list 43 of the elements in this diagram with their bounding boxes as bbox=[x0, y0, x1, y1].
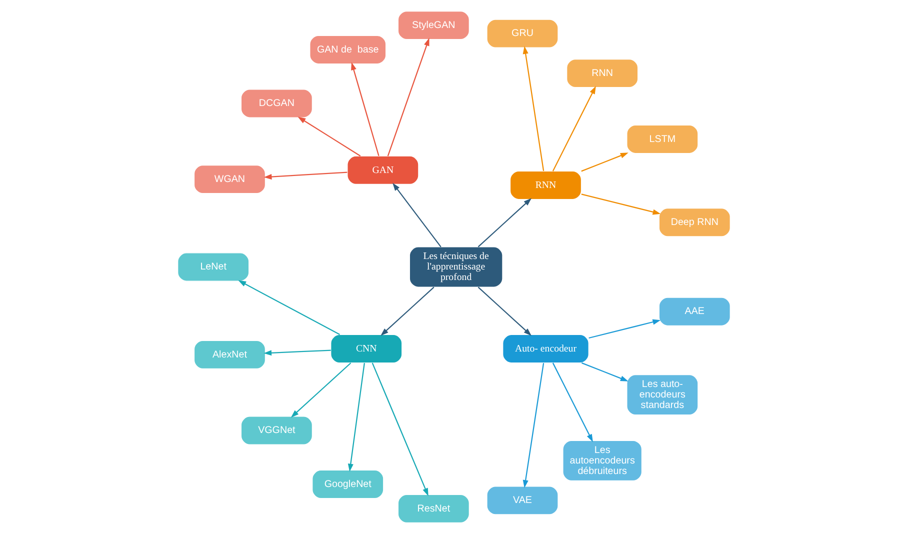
node-box: Auto- encodeur bbox=[502, 334, 589, 364]
arrow bbox=[290, 362, 351, 418]
node-box: LSTM bbox=[626, 124, 698, 154]
arrow bbox=[552, 86, 596, 172]
arrow bbox=[350, 62, 379, 156]
node-box: LeNet bbox=[176, 252, 249, 282]
arrow bbox=[522, 46, 544, 172]
node-box: DCGAN bbox=[240, 89, 312, 118]
node-box: Les auto- encodeurs standards bbox=[626, 374, 698, 416]
node-box: RNN bbox=[509, 170, 582, 200]
arrow bbox=[477, 198, 532, 248]
node-box: AAE bbox=[658, 297, 730, 326]
arrow bbox=[347, 362, 364, 472]
node-box: Les autoencodeurs débruiteurs bbox=[562, 440, 642, 482]
node-box: CNN bbox=[330, 334, 402, 364]
arrow bbox=[380, 286, 434, 336]
node-box: ResNet bbox=[397, 494, 470, 524]
node-box: GAN bbox=[346, 156, 418, 185]
node-box: Deep RNN bbox=[658, 208, 730, 237]
arrow bbox=[477, 286, 532, 336]
node-box: GoogleNet bbox=[311, 470, 384, 499]
arrow bbox=[297, 116, 360, 156]
arrow bbox=[580, 152, 628, 172]
node-box: VGGNet bbox=[240, 416, 312, 445]
arrow bbox=[263, 350, 330, 356]
arrow bbox=[392, 182, 441, 248]
node-box: RNN bbox=[566, 58, 638, 88]
node-box: Les técniques de l'apprentissage profond bbox=[408, 246, 502, 288]
arrow bbox=[371, 362, 428, 496]
arrow bbox=[581, 362, 628, 382]
node-box: GAN de base bbox=[309, 35, 386, 64]
arrow bbox=[580, 194, 660, 215]
arrow bbox=[552, 362, 592, 442]
arrow bbox=[522, 362, 544, 488]
arrow bbox=[386, 38, 429, 156]
arrow bbox=[263, 172, 347, 180]
arrow bbox=[588, 319, 660, 339]
arrow bbox=[238, 280, 340, 336]
node-box: VAE bbox=[486, 486, 558, 515]
node-box: StyleGAN bbox=[397, 10, 470, 40]
node-box: AlexNet bbox=[193, 340, 266, 370]
node-box: WGAN bbox=[193, 164, 266, 194]
node-box: GRU bbox=[486, 19, 558, 48]
